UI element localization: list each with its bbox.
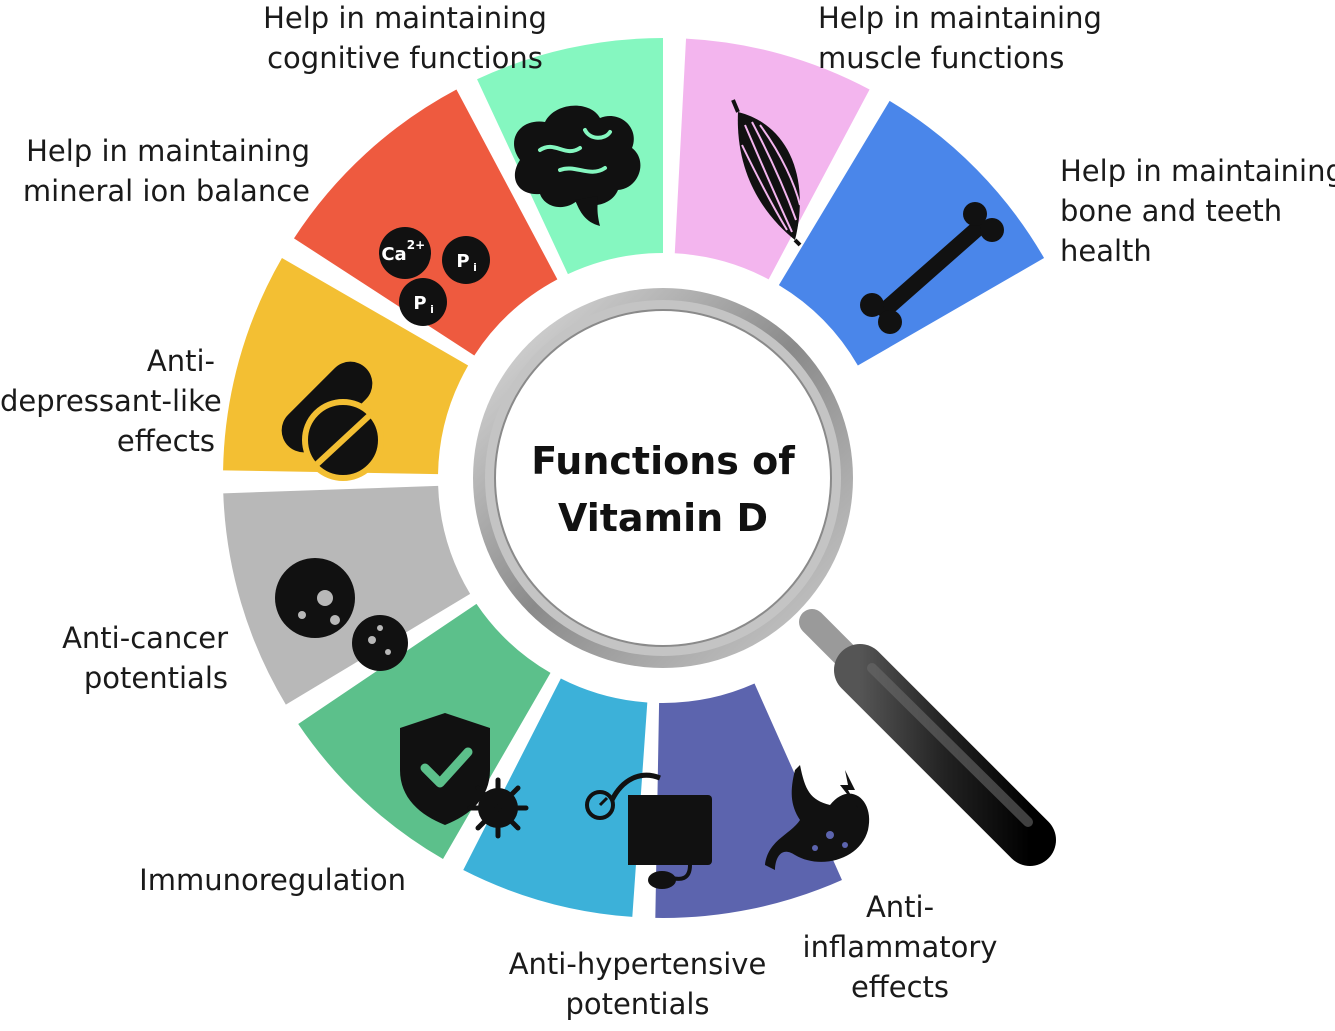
cancer-cell-icon: [275, 558, 408, 671]
label-line: Anti-: [865, 890, 935, 924]
label-line: Anti-cancer: [62, 621, 228, 655]
title-line: Functions of: [531, 439, 795, 483]
ion-label: Ca: [381, 244, 406, 265]
label-line: mineral ion balance: [22, 174, 310, 208]
label-line: muscle functions: [818, 41, 1065, 75]
label-line: depressant-like: [0, 384, 222, 418]
label-mineral-ion-balance: Help in maintaining mineral ion balance: [20, 131, 310, 211]
label-line: inflammatory: [802, 930, 998, 964]
blood-pressure-icon: [585, 772, 712, 889]
label-antidepressant: Anti- depressant-like effects: [0, 341, 222, 461]
ion-subscript: i: [473, 261, 477, 274]
label-line: cognitive functions: [267, 41, 543, 75]
label-anticancer: Anti-cancer potentials: [0, 618, 228, 698]
label-line: effects: [850, 970, 950, 1004]
label-line: Anti-: [146, 344, 215, 378]
diagram-title: Functions of Vitamin D: [493, 433, 833, 547]
label-line: Help in maintaining: [26, 134, 310, 168]
muscle-icon: [731, 99, 802, 247]
ion-label: P: [456, 251, 469, 272]
ion-subscript: i: [430, 303, 434, 316]
label-antihypertensive: Anti-hypertensive potentials: [485, 944, 790, 1024]
label-muscle-functions: Help in maintaining muscle functions: [818, 0, 1118, 78]
mineral-ions-icon: Ca 2+ P i P i: [379, 227, 490, 326]
label-line: potentials: [565, 987, 710, 1021]
label-bone-teeth-health: Help in maintaining bone and teeth healt…: [1060, 151, 1335, 271]
ion-label: P: [413, 293, 426, 314]
brain-icon: [514, 105, 641, 226]
bone-icon: [860, 202, 1004, 334]
label-line: Help in maintaining: [263, 1, 547, 35]
label-immunoregulation: Immunoregulation: [100, 860, 406, 900]
pill-icon: [281, 361, 384, 481]
segment-bone: [778, 100, 1045, 366]
segment-antihypertensive: [463, 678, 648, 917]
label-line: Anti-hypertensive: [508, 947, 767, 981]
label-line: potentials: [83, 661, 228, 695]
title-line: Vitamin D: [557, 496, 769, 540]
label-line: health: [1060, 234, 1152, 268]
label-cognitive-functions: Help in maintaining cognitive functions: [255, 0, 555, 78]
label-antiinflammatory: Anti- inflammatory effects: [790, 887, 1010, 1007]
stomach-icon: [765, 765, 870, 870]
magnifying-glass-icon: [473, 288, 1056, 866]
label-line: bone and teeth: [1060, 194, 1283, 228]
label-line: Immunoregulation: [139, 863, 406, 897]
label-line: effects: [116, 424, 215, 458]
ion-charge: 2+: [407, 238, 425, 252]
shield-virus-icon: [400, 713, 529, 839]
segment-mineral: [293, 89, 558, 356]
label-line: Help in maintaining: [1060, 154, 1335, 188]
label-line: Help in maintaining: [818, 1, 1102, 35]
